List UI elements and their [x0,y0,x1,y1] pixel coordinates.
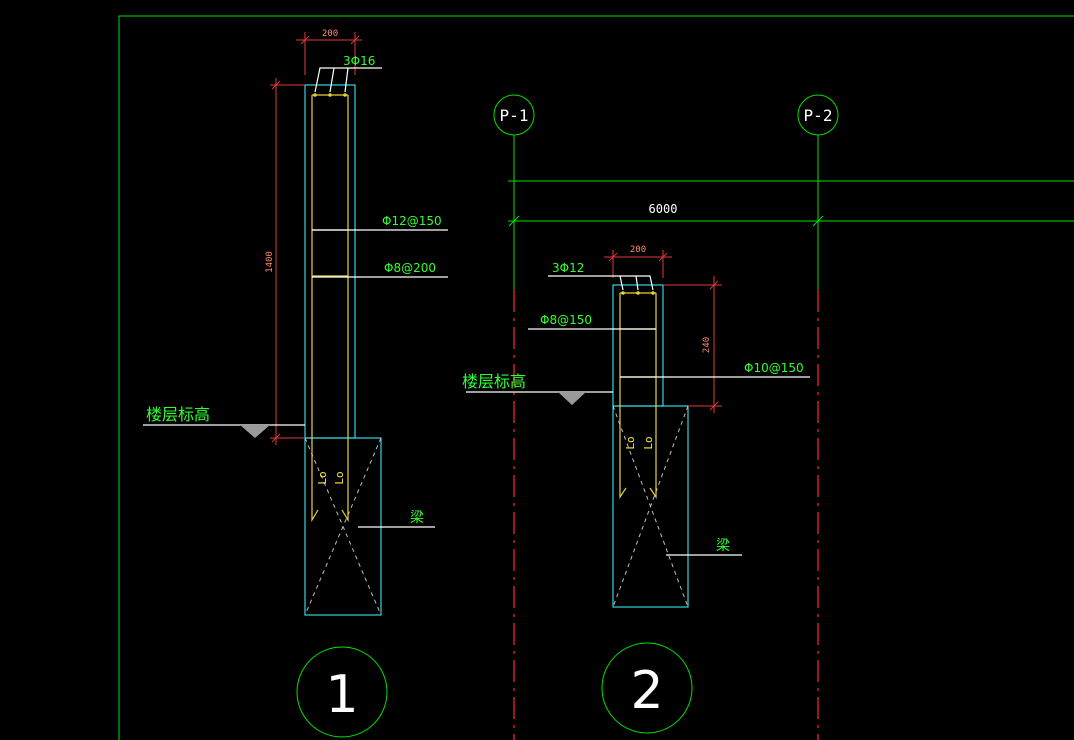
detail-2-anchor-label: Lo [624,436,637,449]
detail-2-rebar-left [619,293,627,499]
axis-grid: P-1 P-2 6000 [493,94,1074,740]
detail-1-beam-label: 梁 [410,510,424,526]
detail-2-rebar-dot [636,291,640,295]
detail-1-top-rebar-leader [329,67,335,93]
detail-2-number: 2 [630,661,663,721]
detail-1-number: 1 [325,665,358,725]
detail-2-top-rebar-leader [635,275,639,291]
detail-2: 200 240 3Φ12 Φ8@150 Φ10@150 楼层标高 Lo Lo 梁… [462,245,810,734]
detail-1-rebar-left [311,95,319,523]
drawing-frame [118,15,1074,740]
detail-1-floor-level-label: 楼层标高 [146,405,210,424]
span-dimension: 6000 [649,202,678,216]
detail-2-rebar-dot [621,291,625,295]
axis-label-p1: P-1 [500,106,529,125]
detail-1-level-triangle [240,425,270,438]
detail-2-height-dim: 240 [702,337,712,353]
detail-1-width-tick [300,35,310,45]
detail-1-rebar-dot [313,93,317,97]
detail-2-top-rebar-leader [619,275,624,291]
detail-1-top-rebar-leader [314,67,382,93]
detail-2-height-tick [709,280,719,290]
detail-1-width-dim: 200 [322,29,338,39]
detail-1-height-dim: 1400 [265,251,275,273]
detail-2-top-rebar-leader [548,275,654,291]
span-dim-tick [812,215,824,227]
detail-2-level-triangle [558,392,586,405]
detail-2-top-rebar-label: 3Φ12 [552,261,584,275]
detail-1-rebar-dot [328,93,332,97]
detail-2-beam-label: 梁 [716,538,730,554]
detail-1-top-rebar-leader [344,67,349,93]
detail-2-beam-cross-line [612,405,689,608]
span-dim-tick [508,215,520,227]
detail-1-anchor-label: Lo [316,471,329,484]
detail-1-stirrup-2-label: Φ8@200 [384,261,436,275]
detail-2-rebar-right [649,293,657,499]
axis-label-p2: P-2 [804,106,833,125]
detail-1-top-rebar-label: 3Φ16 [343,54,375,68]
detail-2-height-tick [709,401,719,411]
detail-1-number-circle [296,646,388,738]
detail-1-height-tick [271,80,281,90]
detail-2-width-tick [608,252,618,262]
detail-1-rebar-right [341,95,349,523]
detail-2-stirrup-2-label: Φ10@150 [744,361,804,375]
detail-1-width-tick [350,35,360,45]
detail-1-stirrup-1-label: Φ12@150 [382,214,442,228]
detail-1-height-tick [271,433,281,443]
detail-1-rebar-dot [343,93,347,97]
detail-1: 200 1400 3Φ16 Φ12@150 Φ8@200 楼层标高 Lo Lo … [143,29,448,738]
detail-2-width-dim: 200 [630,245,646,255]
detail-2-stirrup-1-label: Φ8@150 [540,313,592,327]
detail-1-anchor-label: Lo [333,471,346,484]
detail-2-anchor-label: Lo [642,436,655,449]
detail-2-width-tick [658,252,668,262]
detail-2-beam-outline [612,405,689,608]
detail-2-rebar-dot [651,291,655,295]
detail-2-number-circle [601,642,693,734]
detail-1-beam-cross-line [304,437,382,616]
detail-2-floor-level-label: 楼层标高 [462,372,526,391]
